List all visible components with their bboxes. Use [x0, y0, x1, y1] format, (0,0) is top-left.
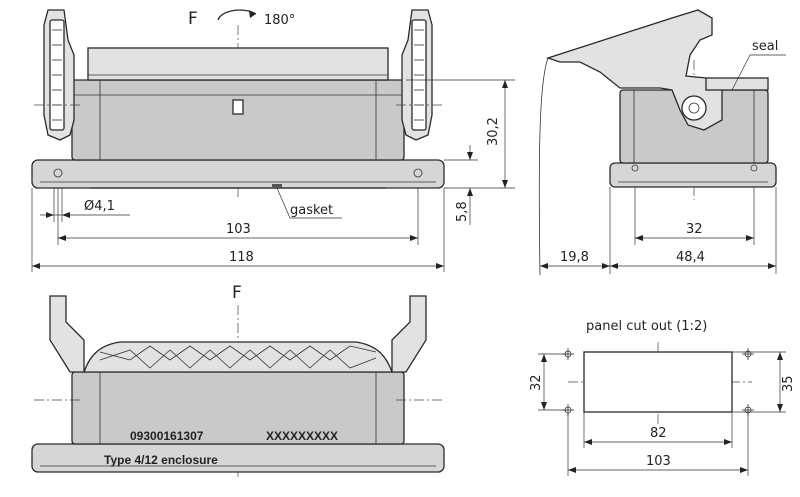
- dim-cutout-103: 103: [646, 454, 671, 469]
- dim-side-48-4: 48,4: [676, 250, 705, 265]
- dim-cutout-82: 82: [650, 426, 667, 441]
- view-label-f-bottom: F: [232, 283, 242, 303]
- seal-label: seal: [752, 39, 778, 54]
- front-view-top: F 180° 30,2 5,8 Ø4,1 103: [31, 9, 515, 272]
- view-label-f-top: F: [188, 9, 198, 29]
- dim-side-19-8: 19,8: [560, 250, 589, 265]
- dim-side-32: 32: [686, 222, 703, 237]
- panel-cutout-view: panel cut out (1:2) 32: [529, 319, 796, 476]
- cutout-rectangle: [583, 351, 733, 413]
- housing-body: [71, 79, 405, 161]
- cutout-title: panel cut out (1:2): [586, 319, 707, 334]
- dim-cutout-35: 35: [781, 375, 796, 392]
- dim-118: 118: [229, 250, 254, 265]
- side-hood: [545, 9, 723, 131]
- front-view-bottom: F 09300161307 XXXXXXXXX Type 4/12 enclos…: [31, 283, 445, 480]
- gasket-label: gasket: [290, 203, 333, 218]
- type-label: Type 4/12 enclosure: [104, 453, 218, 467]
- dim-5-8: 5,8: [455, 201, 470, 222]
- side-view: seal 32 19,8 48,4: [538, 9, 786, 276]
- dim-103: 103: [226, 222, 251, 237]
- dim-cutout-32: 32: [529, 374, 544, 391]
- part-number-label: 09300161307: [130, 429, 204, 443]
- flange-base: [31, 159, 445, 189]
- placeholder-label: XXXXXXXXX: [266, 429, 338, 443]
- dim-hole-diameter: Ø4,1: [84, 199, 115, 214]
- dim-30-2: 30,2: [486, 117, 501, 146]
- rotation-label: 180°: [264, 13, 295, 28]
- side-seal: [705, 77, 769, 91]
